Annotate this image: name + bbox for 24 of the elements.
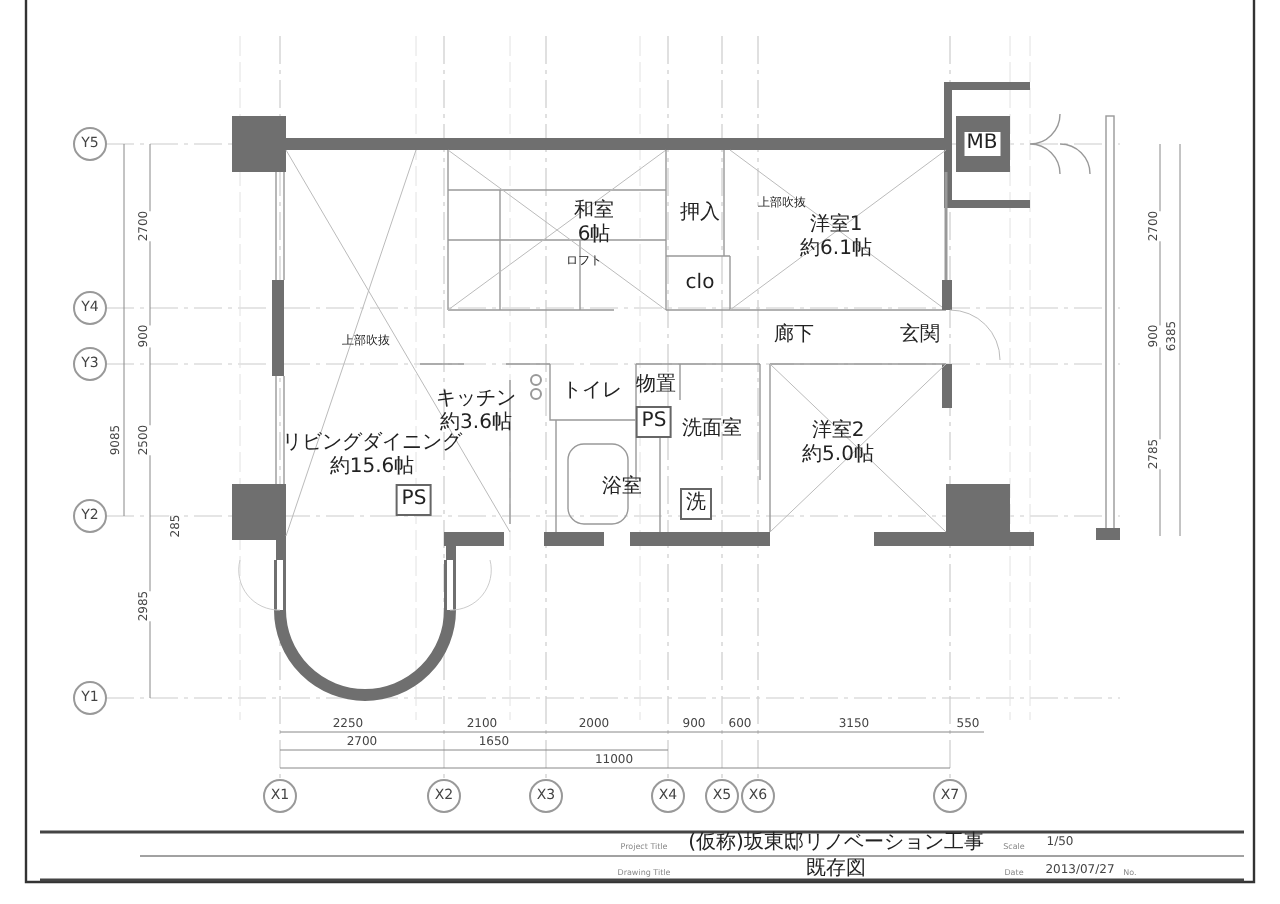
room-name: 洋室1 [807, 214, 865, 237]
room-name: 廊下 [774, 324, 814, 348]
room-name: clo [685, 272, 715, 296]
room-name: トイレ [562, 380, 622, 404]
room-area-size: 6帖 [575, 224, 613, 248]
room-name: リビングダイニング [282, 432, 462, 455]
room-area-size: 約3.6帖 [438, 412, 514, 434]
title-block-value: 既存図 [806, 856, 866, 882]
pipe-shaft-box: PS [635, 406, 673, 438]
title-block-value: (仮称)坂東邸リノベーション工事 [688, 829, 984, 856]
room-name: キッチン [436, 388, 516, 411]
meter-box-panel: MB [964, 132, 1000, 156]
room-name: 和室 [574, 200, 614, 223]
room-area-size: 約6.1帖 [800, 238, 872, 262]
room-name: 洋室2 [809, 420, 867, 443]
room-name: 洗面室 [682, 418, 742, 442]
room-name: 玄関 [900, 324, 940, 348]
room-name: 浴室 [602, 476, 642, 500]
room-name: 物置 [636, 374, 676, 398]
room-area-size: 約5.0帖 [802, 444, 874, 468]
pipe-shaft-box: PS [395, 484, 433, 516]
pipe-shaft-box: 洗 [680, 488, 712, 520]
room-area-size: 約15.6帖 [327, 456, 417, 480]
room-name: 押入 [680, 202, 720, 226]
